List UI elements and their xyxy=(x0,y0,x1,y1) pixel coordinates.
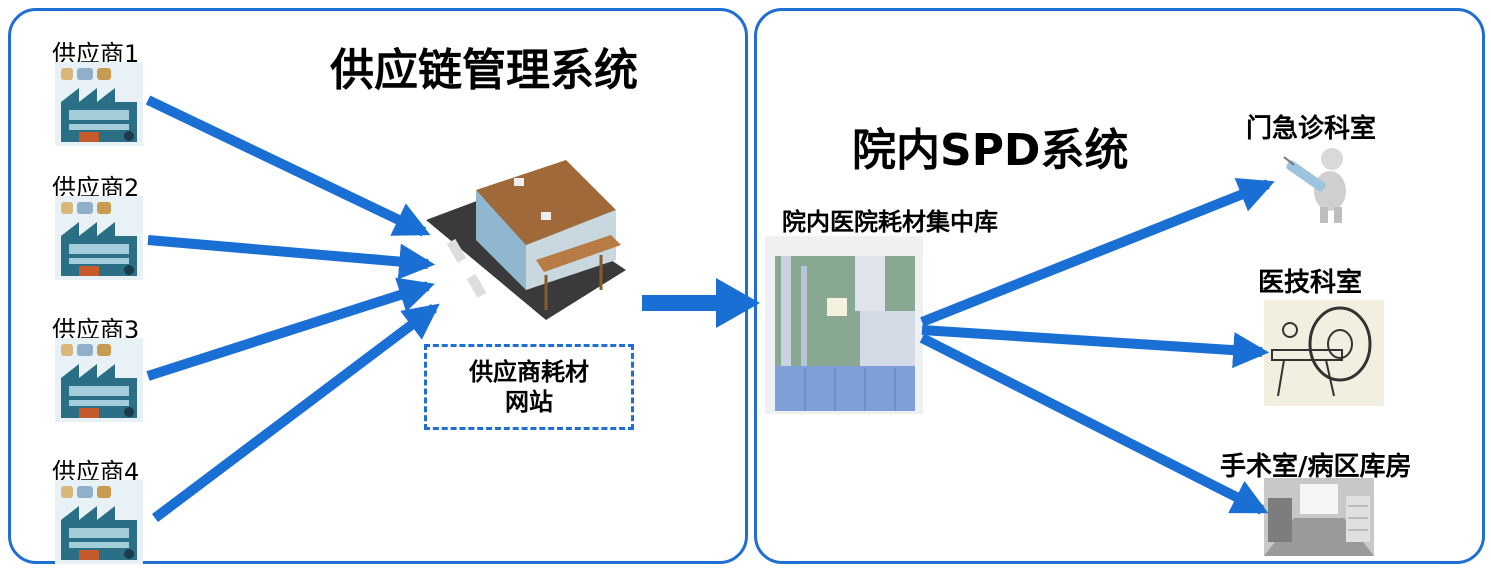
supplier4-to-warehouse-arrow xyxy=(151,303,440,522)
factory-icon xyxy=(55,338,143,422)
medical-tech-dept-label: 医技科室 xyxy=(1258,268,1363,298)
warehouse-to-hospital-arrow-head xyxy=(716,278,760,328)
factory-icon xyxy=(55,62,143,146)
storage-room-icon xyxy=(1264,478,1374,556)
website-label-line1: 供应商耗材 xyxy=(469,358,589,386)
central-to-surgery-arrow xyxy=(919,333,1269,515)
supplier-website-box: 供应商耗材 网站 xyxy=(424,344,634,430)
emergency-dept-label: 门急诊科室 xyxy=(1246,114,1377,144)
central-warehouse-label: 院内医院耗材集中库 xyxy=(782,208,998,236)
surgery-storage-label: 手术室/病区库房 xyxy=(1220,452,1412,482)
central-to-medtech-arrow xyxy=(921,325,1270,369)
spd-system-title: 院内SPD系统 xyxy=(852,125,1129,176)
website-label-line2: 网站 xyxy=(505,388,553,416)
hospital-spd-panel xyxy=(754,8,1485,564)
factory-icon xyxy=(55,480,143,564)
ct-scanner-icon xyxy=(1264,300,1384,406)
supply-chain-panel xyxy=(8,8,748,564)
factory-icon xyxy=(55,196,143,280)
supplier3-to-warehouse-arrow xyxy=(146,277,435,381)
supply-chain-title: 供应链管理系统 xyxy=(330,45,638,96)
supplier2-to-warehouse-arrow xyxy=(147,235,436,280)
central-to-emergency-arrow xyxy=(920,177,1275,327)
supplier1-to-warehouse-arrow xyxy=(145,95,431,237)
nurse-with-syringe-icon xyxy=(1283,148,1346,223)
storage-floorplan-icon xyxy=(765,236,923,414)
warehouse-building-icon xyxy=(426,160,626,320)
